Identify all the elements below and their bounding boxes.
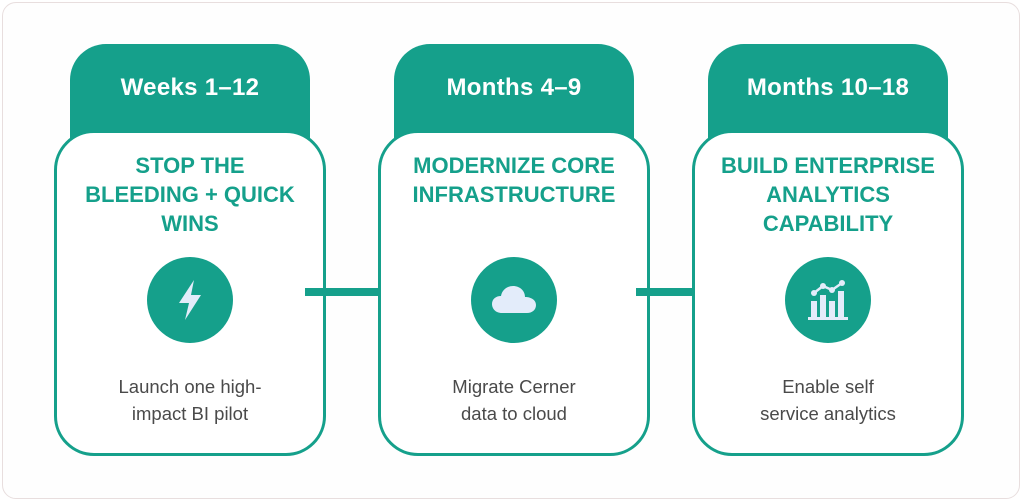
phase-title-line: STOP THE [135,153,245,178]
phase-description-line: data to cloud [461,403,567,424]
phase-period: Months 10–18 [746,74,910,101]
cloud-icon [471,257,557,343]
phase-card-1: Weeks 1–12 STOP THE BLEEDING + QUICK WIN… [54,44,326,456]
phase-card-2: Months 4–9 MODERNIZE CORE INFRASTRUCTURE… [378,44,650,456]
phase-title: MODERNIZE CORE INFRASTRUCTURE [385,151,643,209]
phase-body: BUILD ENTERPRISE ANALYTICS CAPABILITY [692,130,964,456]
phase-body: STOP THE BLEEDING + QUICK WINS Launch on… [54,130,326,456]
phase-title-line: BLEEDING + QUICK [85,182,295,207]
phase-description-line: Migrate Cerner [452,376,576,397]
phase-title-line: CAPABILITY [762,211,894,236]
phase-title-line: BUILD ENTERPRISE [721,153,935,178]
phase-title-line: WINS [161,211,219,236]
phase-title-line: MODERNIZE CORE [413,153,615,178]
phase-description: Launch one high- impact BI pilot [65,373,315,427]
phase-period: Weeks 1–12 [120,74,260,101]
phase-description: Enable self service analytics [703,373,953,427]
phase-description-line: Launch one high- [118,376,262,397]
phase-description: Migrate Cerner data to cloud [389,373,639,427]
phase-title: BUILD ENTERPRISE ANALYTICS CAPABILITY [699,151,957,238]
phase-body: MODERNIZE CORE INFRASTRUCTURE Migrate Ce… [378,130,650,456]
lightning-bolt-icon [147,257,233,343]
phase-title-line: INFRASTRUCTURE [412,182,616,207]
phase-description-line: Enable self [782,376,874,397]
phase-description-line: service analytics [760,403,896,424]
phase-title: STOP THE BLEEDING + QUICK WINS [61,151,319,238]
phase-card-3: Months 10–18 BUILD ENTERPRISE ANALYTICS … [692,44,964,456]
bar-chart-trend-icon [785,257,871,343]
phase-period: Months 4–9 [446,74,582,101]
phase-title-line: ANALYTICS [766,182,890,207]
phase-description-line: impact BI pilot [131,403,249,424]
